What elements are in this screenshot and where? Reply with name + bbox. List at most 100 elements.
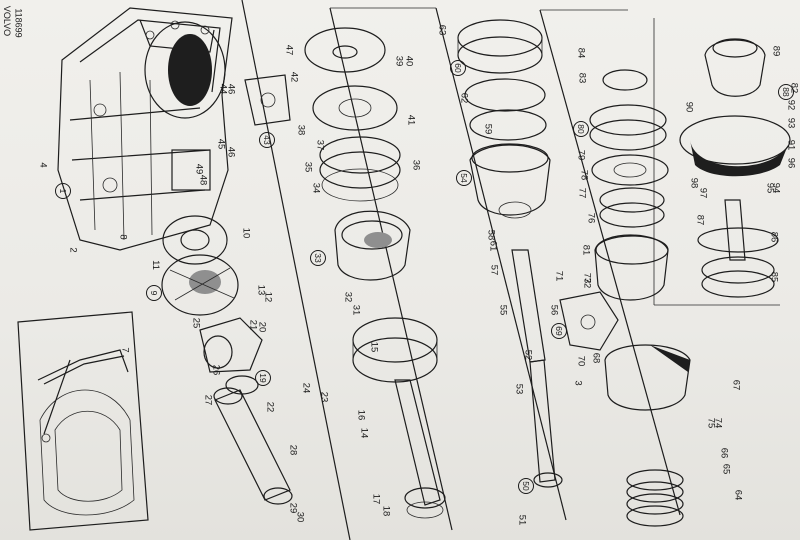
part-number-label: 28 (287, 444, 299, 456)
part-number-label: 10 (240, 227, 252, 239)
part-number-label: 87 (694, 214, 706, 226)
spring-pack-38 (312, 85, 398, 131)
part-number-label: 55 (497, 304, 509, 316)
gear-60 (457, 19, 543, 74)
part-number-label: 31 (350, 304, 362, 316)
flange-90 (679, 115, 791, 177)
part-number-label: 97 (697, 187, 709, 199)
part-number-label: 84 (575, 47, 587, 59)
transmission-housing (57, 7, 233, 251)
spring-64 (626, 469, 684, 527)
part-number-label: 54 (456, 170, 472, 186)
part-number-label: 70 (575, 355, 587, 367)
flange-10-11 (162, 215, 228, 265)
part-number-label: 15 (368, 341, 380, 353)
part-number-label: 73 (581, 272, 593, 284)
code-text: 118699 (13, 8, 24, 38)
part-number-label: 79 (575, 149, 587, 161)
inset-housing (37, 349, 135, 516)
part-number-label: 61 (487, 240, 499, 252)
part-number-label: 64 (732, 489, 744, 501)
part-number-label: 25 (190, 317, 202, 329)
part-number-label: 52 (522, 349, 534, 361)
part-number-label: 60 (450, 60, 466, 76)
part-number-label: 58 (485, 229, 497, 241)
part-number-label: 77 (576, 187, 588, 199)
part-number-label: 56 (548, 304, 560, 316)
pump-9 (161, 254, 239, 316)
part-number-label: 23 (318, 391, 330, 403)
governor-89 (704, 38, 766, 97)
part-number-label: 30 (294, 511, 306, 523)
part-number-label: 67 (730, 379, 742, 391)
part-number-label: 66 (718, 447, 730, 459)
part-number-label: 2 (67, 247, 79, 253)
part-number-label: 32 (342, 291, 354, 303)
part-number-label: 35 (302, 161, 314, 173)
part-number-label: 7 (119, 347, 131, 353)
part-number-label: 71 (553, 270, 565, 282)
gear-62-59 (464, 78, 547, 141)
part-number-label: 41 (405, 114, 417, 126)
gear-83-80 (589, 69, 667, 151)
band-67 (604, 344, 691, 411)
part-number-label: 40 (403, 55, 415, 67)
part-number-label: 80 (573, 121, 589, 137)
part-number-label: 46 (225, 83, 237, 95)
inset-box (17, 311, 149, 531)
bracket-43 (244, 74, 291, 126)
part-number-label: 47 (283, 44, 295, 56)
shift-housing-19 (199, 317, 263, 373)
drum-33 (334, 210, 411, 281)
divider-line-4 (539, 9, 681, 516)
part-number-label: 69 (551, 323, 567, 339)
shaft-55 (511, 249, 563, 488)
part-number-label: 91 (785, 139, 797, 151)
part-number-label: 83 (576, 72, 588, 84)
piston-47 (304, 27, 386, 73)
part-number-label: 22 (264, 401, 276, 413)
shaft-86 (697, 199, 779, 261)
part-number-label: 48 (197, 174, 209, 186)
part-number-label: 53 (513, 383, 525, 395)
part-number-label: 92 (785, 99, 797, 111)
part-number-label: 27 (202, 394, 214, 406)
part-number-label: 78 (578, 169, 590, 181)
discs-77-76 (599, 187, 665, 228)
part-number-label: 68 (590, 352, 602, 364)
part-number-label: 65 (720, 463, 732, 475)
part-number-label: 95 (764, 182, 776, 194)
part-number-label: 75 (705, 417, 717, 429)
bracket-69 (559, 291, 619, 351)
part-number-label: 24 (300, 382, 312, 394)
drum-54 (469, 143, 551, 219)
divider-line-3 (435, 7, 567, 521)
part-number-label: 45 (215, 138, 227, 150)
tube-28 (213, 375, 293, 505)
part-number-label: 88 (778, 84, 794, 100)
part-number-label: 34 (310, 182, 322, 194)
drum-81 (594, 234, 669, 301)
part-number-label: 57 (488, 264, 500, 276)
part-number-label: 46 (225, 146, 237, 158)
part-number-label: 16 (355, 409, 367, 421)
part-number-label: 98 (688, 177, 700, 189)
part-number-label: 33 (310, 250, 326, 266)
part-number-label: 8 (117, 234, 129, 240)
clutch-pack-35 (319, 136, 401, 202)
part-number-label: 86 (768, 231, 780, 243)
part-number-label: 63 (436, 24, 448, 36)
part-number-label: 49 (193, 163, 205, 175)
part-number-label: 13 (255, 284, 267, 296)
part-number-label: 43 (259, 132, 275, 148)
part-number-label: 76 (585, 212, 597, 224)
part-number-label: 50 (518, 478, 534, 494)
divider-line-1 (241, 0, 351, 540)
part-number-label: 17 (370, 493, 382, 505)
part-number-label: 11 (149, 260, 161, 270)
part-number-label: 14 (358, 427, 370, 439)
part-number-label: 85 (768, 271, 780, 283)
gear-85 (701, 256, 775, 298)
